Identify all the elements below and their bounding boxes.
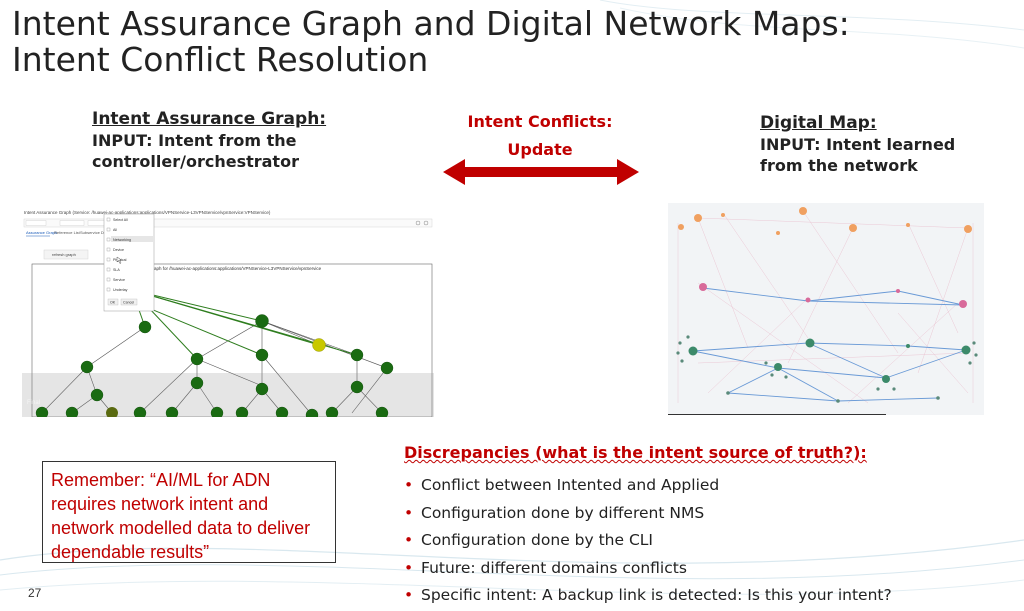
bullet-icon: • [404,476,414,494]
slide-title-line-2: Intent Conflict Resolution [12,40,429,79]
menu-item-sla: SLA [113,268,120,272]
menu-item-underlay: Underlay [113,288,128,292]
double-arrow-icon [443,159,639,185]
discrepancies-heading: Discrepancies (what is the intent source… [404,443,867,462]
intent-assurance-graph-line-1: INPUT: Intent from the [92,131,297,150]
intent-assurance-graph-screenshot: Intent Assurance Graph (Service: /huawei… [22,205,434,417]
discrepancy-item-text: Configuration done by different NMS [421,503,705,522]
mouse-cursor-icon [116,256,123,264]
intent-assurance-graph-line-2: controller/orchestrator [92,152,299,171]
screenshot-footer-label: Final [27,400,40,406]
slide-title: Intent Assurance Graph and Digital Netwo… [12,6,850,78]
discrepancy-item-text: Future: different domains conflicts [421,558,687,577]
discrepancy-item-text: Conflict between Intented and Applied [421,476,720,494]
discrepancies-list: • Conflict between Intented and Applied •… [404,473,892,611]
digital-map-underline [668,414,886,415]
menu-item-networking: Networking [113,238,131,242]
screenshot-header-text: Intent Assurance Graph (Service: /huawei… [24,210,271,215]
list-item: • Configuration done by the CLI [404,528,892,556]
intent-assurance-graph-block: Intent Assurance Graph: INPUT: Intent fr… [92,108,326,172]
bullet-icon: • [404,531,414,549]
intent-assurance-graph-heading: Intent Assurance Graph: [92,109,327,129]
menu-item-service: Service [113,278,125,282]
menu-item-select-all: Select All [113,218,128,222]
assurance-graph-image: Intent Assurance Graph (Service: /huawei… [22,210,434,417]
tab-reference-list: Reference List [54,230,81,235]
page-number: 27 [28,586,42,600]
digital-map-line-1: INPUT: Intent learned [760,135,956,154]
menu-ok-button: OK [110,301,116,305]
menu-item-all: All [113,228,117,232]
update-label: Update [507,140,573,159]
slide-title-line-1: Intent Assurance Graph and Digital Netwo… [12,4,850,43]
intent-conflicts-label: Intent Conflicts: [467,112,613,131]
digital-map-heading: Digital Map: [760,113,877,133]
digital-map-block: Digital Map: INPUT: Intent learned from … [760,112,955,176]
menu-cancel-button: Cancel [123,301,134,305]
intent-conflicts-block: Intent Conflicts: Update [440,110,640,162]
refresh-graph-button: refresh graph [52,252,76,257]
list-item: • Configuration done by different NMS [404,501,892,529]
discrepancy-item-text: Configuration done by the CLI [421,531,653,549]
digital-map-screenshot [668,203,984,415]
bullet-icon: • [404,586,414,604]
bullet-icon: • [404,503,414,522]
digital-map-line-2: from the network [760,156,918,175]
bullet-icon: • [404,558,414,577]
discrepancy-item-text: Specific intent: A backup link is detect… [421,586,892,604]
list-item: • Specific intent: A backup link is detec… [404,583,892,611]
tab-assurance-graph: Assurance Graph [26,230,57,235]
graph-caption: graph for /huawei-ac-applications:applic… [150,266,322,271]
list-item: • Conflict between Intented and Applied [404,473,892,501]
tab-subservice-details: Subservice Details [80,230,113,235]
list-item: • Future: different domains conflicts [404,556,892,584]
remember-box: Remember: “AI/ML for ADN requires networ… [42,461,336,563]
menu-item-device: Device [113,248,124,252]
digital-map-image [676,207,978,404]
